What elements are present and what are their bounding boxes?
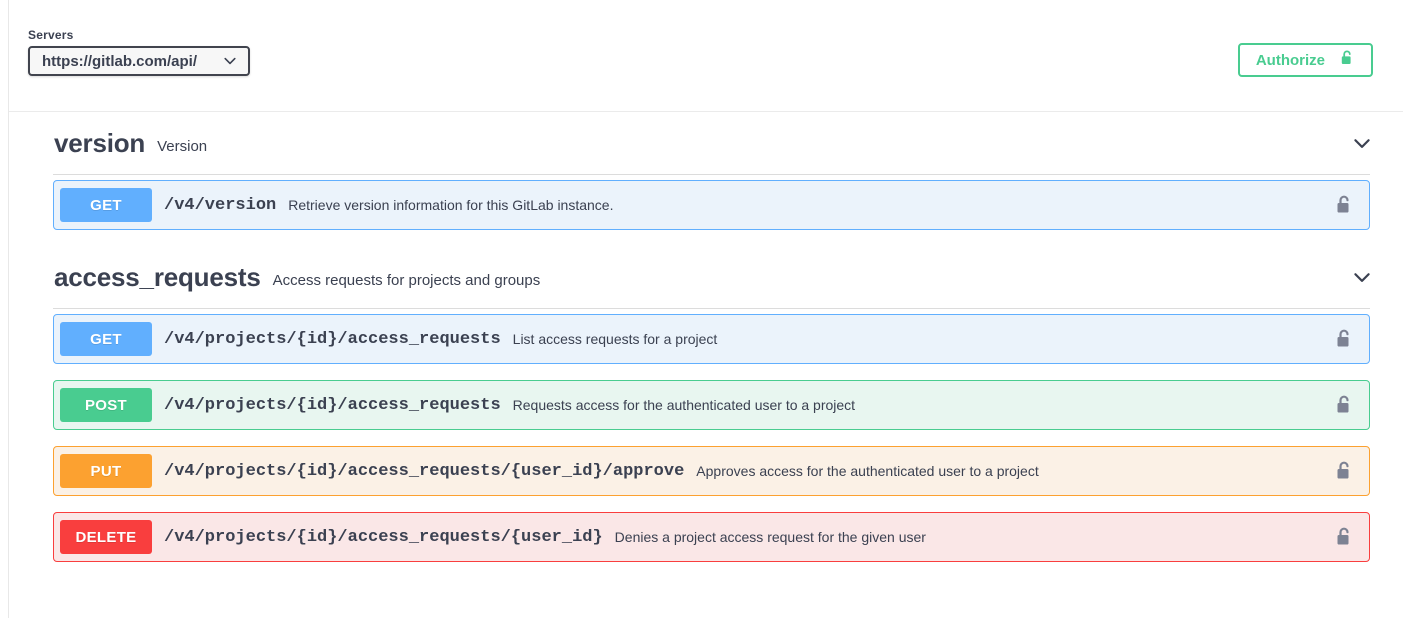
operation-summary: Approves access for the authenticated us… bbox=[696, 463, 1039, 479]
unlock-icon[interactable] bbox=[1334, 194, 1354, 216]
operation-row[interactable]: GET/v4/version Retrieve version informati… bbox=[53, 180, 1370, 230]
tag-section: version Version GET/v4/version Retrieve ve… bbox=[9, 112, 1403, 230]
tag-header-version[interactable]: version Version bbox=[9, 112, 1403, 174]
operation-summary: List access requests for a project bbox=[512, 331, 718, 347]
tag-divider bbox=[53, 174, 1370, 175]
server-select-value: https://gitlab.com/api/ bbox=[42, 52, 198, 70]
unlock-icon[interactable] bbox=[1334, 328, 1354, 350]
method-badge-delete: DELETE bbox=[60, 520, 152, 554]
method-badge-get: GET bbox=[60, 322, 152, 356]
unlock-icon[interactable] bbox=[1334, 460, 1354, 482]
unlock-icon[interactable] bbox=[1334, 526, 1354, 548]
operation-summary: Retrieve version information for this Gi… bbox=[288, 197, 614, 213]
operation-list: GET/v4/projects/{id}/access_requests List… bbox=[9, 309, 1403, 562]
operation-path: /v4/projects/{id}/access_requests bbox=[164, 329, 501, 349]
authorize-button[interactable]: Authorize bbox=[1237, 43, 1373, 77]
servers-label: Servers bbox=[28, 28, 74, 42]
tag-name: version bbox=[54, 127, 146, 158]
operation-path: /v4/projects/{id}/access_requests/{user_… bbox=[164, 527, 603, 547]
operation-path: /v4/version bbox=[164, 195, 277, 215]
server-select[interactable]: https://gitlab.com/api/ bbox=[28, 46, 250, 76]
operation-row[interactable]: GET/v4/projects/{id}/access_requests List… bbox=[53, 314, 1370, 364]
tag-name: access_requests bbox=[54, 261, 261, 292]
chevron-down-icon bbox=[222, 53, 238, 69]
tag-description: Access requests for projects and groups bbox=[272, 271, 541, 289]
method-badge-put: PUT bbox=[60, 454, 152, 488]
method-badge-get: GET bbox=[60, 188, 152, 222]
method-badge-post: POST bbox=[60, 388, 152, 422]
chevron-down-icon[interactable] bbox=[1351, 266, 1373, 288]
operations-container: version Version GET/v4/version Retrieve ve… bbox=[9, 112, 1403, 578]
operation-path: /v4/projects/{id}/access_requests/{user_… bbox=[164, 461, 685, 481]
servers-block: Servers https://gitlab.com/api/ bbox=[28, 28, 250, 76]
chevron-down-icon[interactable] bbox=[1351, 132, 1373, 154]
operation-summary: Requests access for the authenticated us… bbox=[512, 397, 856, 413]
operation-list: GET/v4/version Retrieve version informati… bbox=[9, 175, 1403, 230]
operation-row[interactable]: PUT/v4/projects/{id}/access_requests/{us… bbox=[53, 446, 1370, 496]
authorize-button-label: Authorize bbox=[1255, 51, 1325, 69]
operation-summary: Denies a project access request for the … bbox=[614, 529, 926, 545]
unlock-icon bbox=[1339, 49, 1355, 71]
tag-section: access_requests Access requests for proje… bbox=[9, 246, 1403, 562]
scheme-container: Servers https://gitlab.com/api/ Authoriz… bbox=[9, 0, 1403, 112]
unlock-icon[interactable] bbox=[1334, 394, 1354, 416]
authorize-wrap: Authorize bbox=[1237, 43, 1373, 77]
operation-path: /v4/projects/{id}/access_requests bbox=[164, 395, 501, 415]
tag-description: Version bbox=[157, 137, 208, 155]
tag-header-access_requests[interactable]: access_requests Access requests for proje… bbox=[9, 246, 1403, 308]
tag-divider bbox=[53, 308, 1370, 309]
page-left-rule bbox=[8, 0, 9, 618]
operation-row[interactable]: DELETE/v4/projects/{id}/access_requests/… bbox=[53, 512, 1370, 562]
operation-row[interactable]: POST/v4/projects/{id}/access_requests Req… bbox=[53, 380, 1370, 430]
